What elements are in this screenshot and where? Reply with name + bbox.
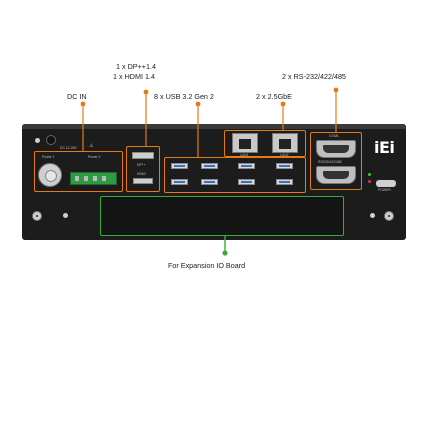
lan1-label: LAN1 [240,153,249,157]
chassis-top-edge [22,124,406,129]
usb-port-6[interactable] [238,179,255,185]
lan-port-1[interactable] [232,133,258,153]
power-switch[interactable] [376,180,396,187]
usb-box [164,157,306,193]
usb-port-7[interactable] [276,163,293,169]
power-label: POWER [378,188,391,192]
lan2-label: LAN2 [280,153,289,157]
dc-in-box [34,151,123,192]
callout-rs: 2 x RS-232/422/485 [282,72,346,81]
callout-dp: 1 x DP++1.4 [116,62,156,71]
lan-box [224,130,306,157]
dot-lan [280,101,286,107]
usb-port-1[interactable] [171,163,188,169]
lan-port-2[interactable] [272,133,298,153]
power2-label: Power 2 [88,155,101,159]
callout-dc-in: DC IN [67,92,87,101]
com-box [310,132,362,190]
status-led-red [368,180,371,183]
hdmi-port[interactable] [133,178,153,184]
power1-label: Power 1 [42,155,55,159]
power2-terminal-block[interactable] [70,172,117,185]
dp-port[interactable] [132,152,154,159]
com-port-2[interactable] [316,166,356,184]
power-button[interactable] [46,135,56,145]
antenna-right[interactable] [384,211,394,221]
display-ports-box [126,146,160,192]
status-led-green [368,173,371,176]
antenna-left[interactable] [32,211,42,221]
callout-hdmi: 1 x HDMI 1.4 [113,72,155,81]
screw-bottom-left [63,213,68,218]
com-port-1[interactable] [316,140,356,158]
iei-logo: iEi [374,138,395,157]
com1-label: COM1 [329,134,339,138]
com-label: RS232/422/485 [318,160,342,164]
dot-dc-in [80,101,86,107]
usb-port-3[interactable] [201,163,218,169]
callout-lan: 2 x 2.5GbE [256,92,292,101]
usb-port-5[interactable] [238,163,255,169]
power1-connector[interactable] [38,163,62,187]
dc-range-label: DC 12-28V [60,146,77,150]
screw-top-left [35,138,40,143]
usb-port-2[interactable] [171,179,188,185]
dp-label: DP++ [137,163,146,167]
expansion-io-area [100,196,344,236]
callout-expansion: For Expansion IO Board [168,261,246,270]
dot-expansion [222,250,228,256]
usb-port-8[interactable] [276,179,293,185]
dot-usb [195,101,201,107]
dot-dp-hdmi [143,89,149,95]
callout-usb: 8 x USB 3.2 Gen 2 [154,92,214,101]
usb-port-4[interactable] [201,179,218,185]
hdmi-label: HDMI [137,172,146,176]
warning-icon: ⚠ [89,143,94,149]
screw-bottom-right [370,213,375,218]
dot-rs [333,87,339,93]
